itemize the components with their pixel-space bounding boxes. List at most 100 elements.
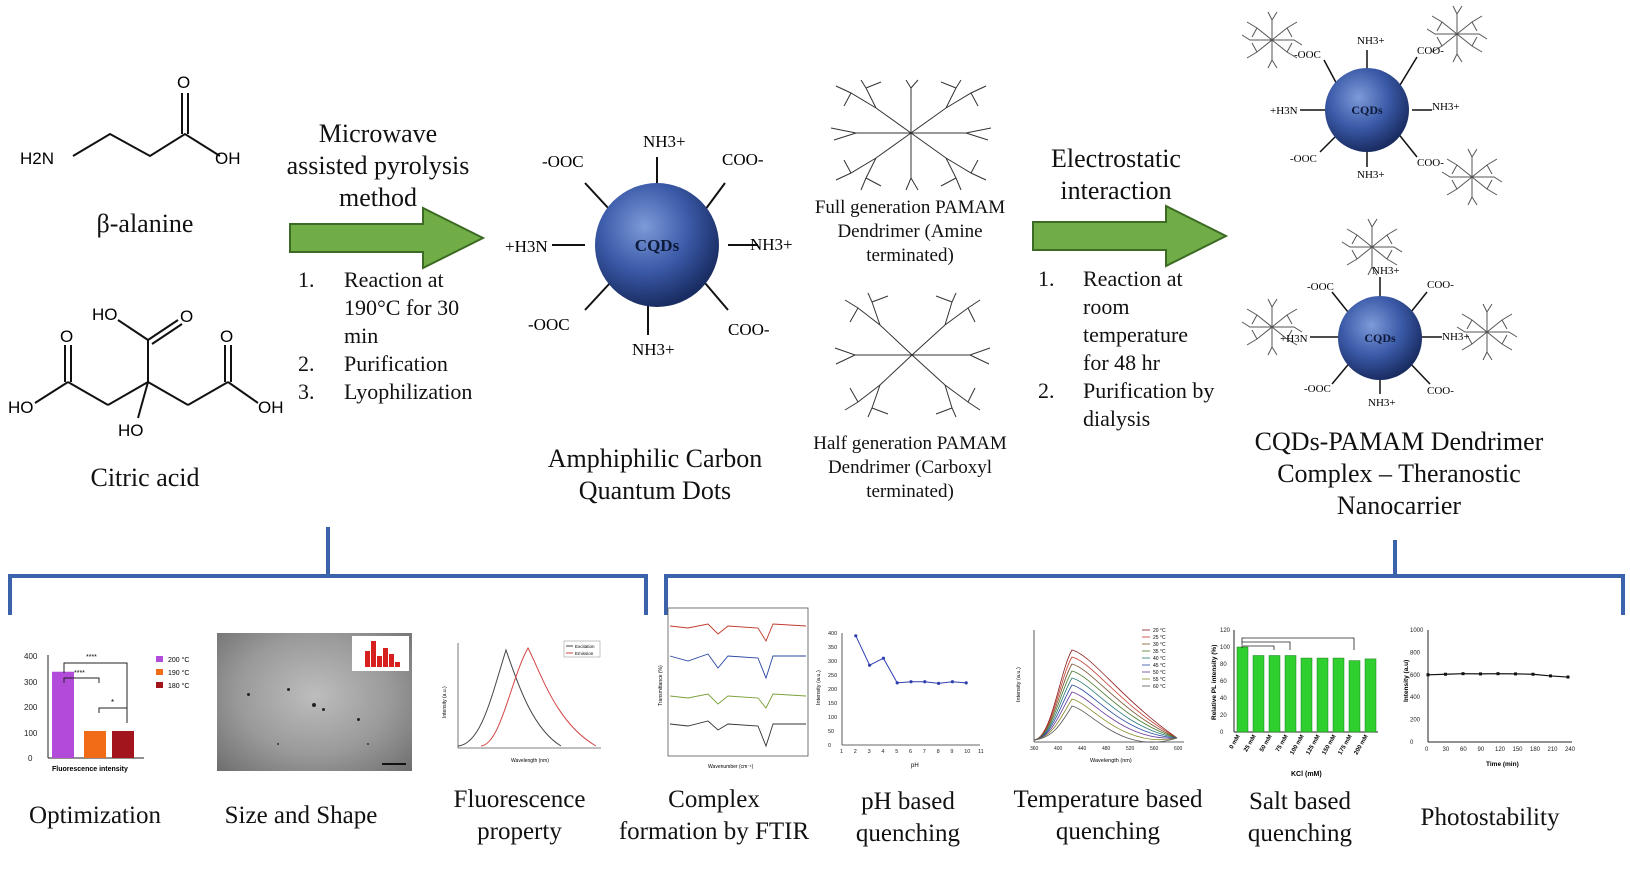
temperature-xtick: 400 bbox=[1054, 746, 1063, 752]
photostability-ytick: 200 bbox=[1410, 718, 1421, 724]
svg-text:+H3N: +H3N bbox=[505, 237, 548, 256]
ph-point bbox=[964, 681, 968, 685]
optimization-bar bbox=[112, 730, 134, 758]
salt-bar bbox=[1364, 658, 1377, 733]
ph-ytick: 100 bbox=[828, 715, 837, 721]
temperature-series-line bbox=[1033, 677, 1178, 741]
ph-xtick: 4 bbox=[881, 749, 884, 755]
svg-text:NH3+: NH3+ bbox=[1432, 101, 1460, 113]
svg-text:COO-: COO- bbox=[1427, 385, 1454, 397]
ph-point bbox=[909, 680, 913, 684]
temperature-xtick: 520 bbox=[1126, 746, 1135, 752]
step2-method: Electrostatic interaction bbox=[1051, 144, 1181, 205]
temperature-legend-label: 50 °C bbox=[1153, 670, 1166, 676]
svg-text:NH3+: NH3+ bbox=[643, 132, 686, 151]
salt-bar bbox=[1284, 655, 1297, 733]
svg-text:*: * bbox=[111, 698, 114, 707]
ph-ytick: 150 bbox=[828, 701, 837, 707]
svg-text:Fluorescence intensity: Fluorescence intensity bbox=[52, 766, 128, 773]
svg-text:-OOC: -OOC bbox=[1304, 383, 1331, 395]
photostability-xtick: 30 bbox=[1443, 747, 1450, 753]
svg-text:190 °C: 190 °C bbox=[168, 669, 189, 677]
svg-text:-OOC: -OOC bbox=[528, 315, 570, 334]
atom-oh: OH bbox=[215, 149, 241, 168]
ph-xtick: 9 bbox=[950, 749, 953, 755]
cqd-caption: Amphiphilic Carbon Quantum Dots bbox=[547, 444, 763, 505]
panel-label-photostability: Photostability bbox=[1420, 804, 1560, 831]
ph-xtick: 5 bbox=[895, 749, 898, 755]
temperature-legend-label: 55 °C bbox=[1153, 677, 1166, 683]
atom-o: O bbox=[177, 73, 190, 92]
temperature-legend-label: 25 °C bbox=[1153, 635, 1166, 641]
svg-text:200: 200 bbox=[24, 703, 38, 712]
ph-xtick: 3 bbox=[868, 749, 871, 755]
photostability-xtick: 120 bbox=[1495, 747, 1506, 753]
citric-acid-structure: HO O O O HO OH HO bbox=[8, 305, 284, 440]
svg-text:Wavenumber (cm⁻¹): Wavenumber (cm⁻¹) bbox=[708, 764, 754, 770]
svg-text:COO-: COO- bbox=[722, 150, 764, 169]
svg-text:NH3+: NH3+ bbox=[750, 235, 793, 254]
svg-text:300: 300 bbox=[24, 678, 38, 687]
salt-bar bbox=[1348, 660, 1361, 733]
svg-text:NH3+: NH3+ bbox=[632, 340, 675, 359]
ph-ytick: 250 bbox=[828, 673, 837, 679]
salt-bar bbox=[1300, 657, 1313, 733]
salt-category-label: 75 mM bbox=[1275, 734, 1290, 753]
beta-alanine-label: β-alanine bbox=[96, 209, 194, 238]
temperature-series-line bbox=[1033, 698, 1178, 741]
temperature-series-line bbox=[1033, 684, 1178, 741]
ph-ytick: 400 bbox=[828, 631, 837, 637]
ph-point bbox=[868, 663, 872, 667]
cqd-sphere-diagram: CQDs NH3+ -OOC COO- +H3N NH3+ -OOC COO- … bbox=[505, 132, 793, 359]
svg-text:COO-: COO- bbox=[728, 320, 770, 339]
temperature-series-line bbox=[1033, 656, 1178, 741]
temperature-xtick: 360 bbox=[1030, 746, 1039, 752]
salt-ytick: 0 bbox=[1220, 730, 1224, 736]
svg-text:+H3N: +H3N bbox=[1270, 105, 1298, 117]
fluorescence-chart: Excitation Emission Wavelength (nm) Inte… bbox=[442, 640, 601, 764]
photostability-xtick: 90 bbox=[1478, 747, 1485, 753]
optimization-bar bbox=[52, 671, 74, 758]
ph-xtick: 2 bbox=[854, 749, 857, 755]
temperature-chart: 20 °C25 °C30 °C35 °C40 °C45 °C50 °C55 °C… bbox=[1016, 628, 1184, 764]
ph-point bbox=[950, 680, 954, 684]
svg-text:200 °C: 200 °C bbox=[168, 656, 189, 664]
photostability-ytick: 800 bbox=[1410, 650, 1421, 656]
ph-ytick: 300 bbox=[828, 659, 837, 665]
atom-h2n: H2N bbox=[20, 149, 54, 168]
salt-ytick: 100 bbox=[1220, 645, 1231, 651]
svg-text:Intensity (a.u.): Intensity (a.u.) bbox=[442, 686, 448, 718]
dendrimer-half-caption: Half generation PAMAM Dendrimer (Carboxy… bbox=[813, 433, 1007, 502]
svg-text:Intensity (a.u.): Intensity (a.u.) bbox=[816, 670, 822, 705]
ph-ytick: 0 bbox=[828, 743, 831, 749]
salt-category-label: 150 mM bbox=[1322, 734, 1338, 756]
dendrimer-full-illustration bbox=[830, 79, 992, 191]
photostability-point bbox=[1514, 672, 1517, 676]
svg-text:180 °C: 180 °C bbox=[168, 682, 189, 690]
dendrimer-half-illustration bbox=[834, 292, 991, 418]
svg-text:Intensity (a.u.): Intensity (a.u.) bbox=[1016, 667, 1022, 702]
ph-ytick: 200 bbox=[828, 687, 837, 693]
svg-text:O: O bbox=[60, 327, 73, 346]
dendrimer-full-caption: Full generation PAMAM Dendrimer (Amine t… bbox=[814, 197, 1006, 266]
photostability-xtick: 60 bbox=[1460, 747, 1467, 753]
photostability-point bbox=[1496, 672, 1500, 676]
temperature-series-line bbox=[1033, 705, 1178, 743]
svg-text:O: O bbox=[220, 327, 233, 346]
salt-category-label: 100 mM bbox=[1290, 734, 1306, 756]
temperature-legend-label: 35 °C bbox=[1153, 649, 1166, 655]
temperature-series-line bbox=[1033, 691, 1178, 741]
photostability-xtick: 0 bbox=[1425, 747, 1429, 753]
temperature-legend-label: 20 °C bbox=[1153, 628, 1166, 634]
svg-text:NH3+: NH3+ bbox=[1357, 35, 1385, 47]
salt-ytick: 120 bbox=[1220, 628, 1231, 634]
svg-text:NH3+: NH3+ bbox=[1442, 331, 1470, 343]
salt-bar bbox=[1332, 657, 1345, 733]
step1-method: Microwave assisted pyrolysis method bbox=[286, 119, 470, 212]
temperature-xtick: 440 bbox=[1078, 746, 1087, 752]
svg-text:+H3N: +H3N bbox=[1280, 333, 1308, 345]
svg-text:-OOC: -OOC bbox=[542, 152, 584, 171]
temperature-xtick: 560 bbox=[1150, 746, 1159, 752]
salt-category-label: 50 mM bbox=[1259, 734, 1274, 753]
